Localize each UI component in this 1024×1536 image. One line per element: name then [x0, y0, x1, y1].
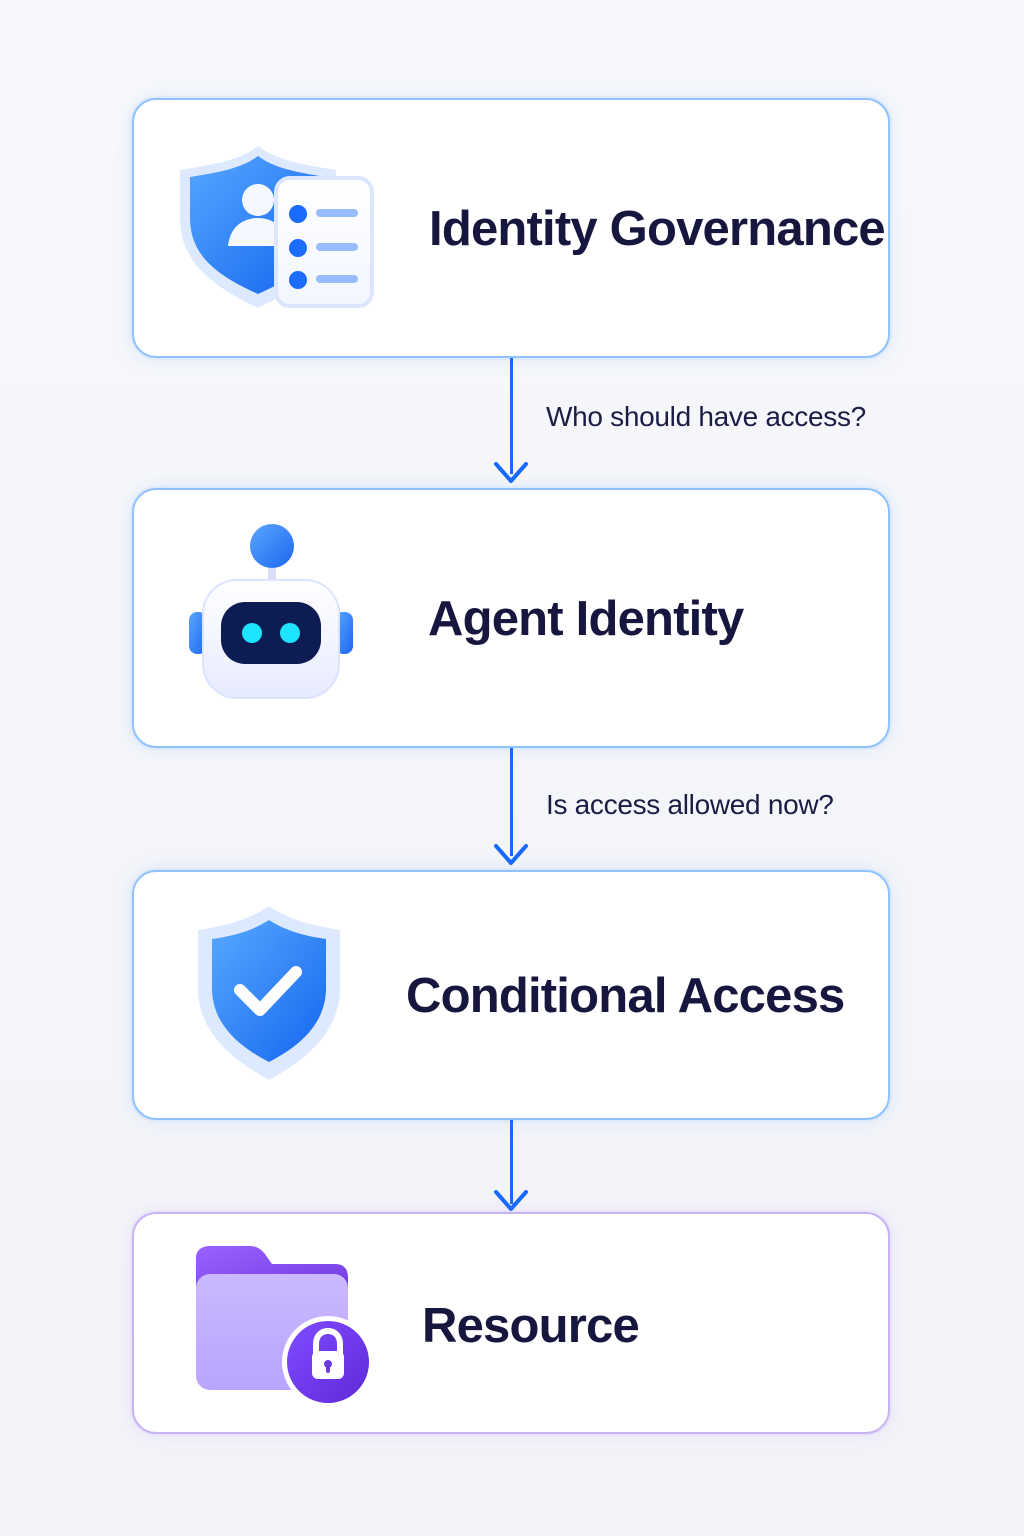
agent-identity-title: Agent Identity: [428, 592, 744, 646]
connector-line-3: [510, 1120, 513, 1204]
agent-identity-card: Agent Identity: [132, 488, 890, 748]
locked-folder-icon: [190, 1240, 380, 1405]
identity-governance-icon: [176, 142, 376, 312]
identity-governance-title: Identity Governance: [429, 202, 886, 256]
connector-line-1: [510, 358, 513, 474]
conditional-access-card: Conditional Access: [132, 870, 890, 1120]
arrow-down-icon: [494, 1190, 528, 1211]
connector-line-2: [510, 748, 513, 856]
resource-card: Resource: [132, 1212, 890, 1434]
shield-check-icon: [194, 902, 344, 1084]
identity-governance-card: Identity Governance: [132, 98, 890, 358]
question-label-1: Who should have access?: [546, 401, 866, 432]
resource-title: Resource: [422, 1299, 640, 1353]
question-label-2: Is access allowed now?: [546, 789, 834, 820]
arrow-down-icon: [494, 844, 528, 865]
arrow-down-icon: [494, 462, 528, 483]
conditional-access-title: Conditional Access: [406, 969, 845, 1023]
robot-agent-icon: [189, 522, 359, 702]
